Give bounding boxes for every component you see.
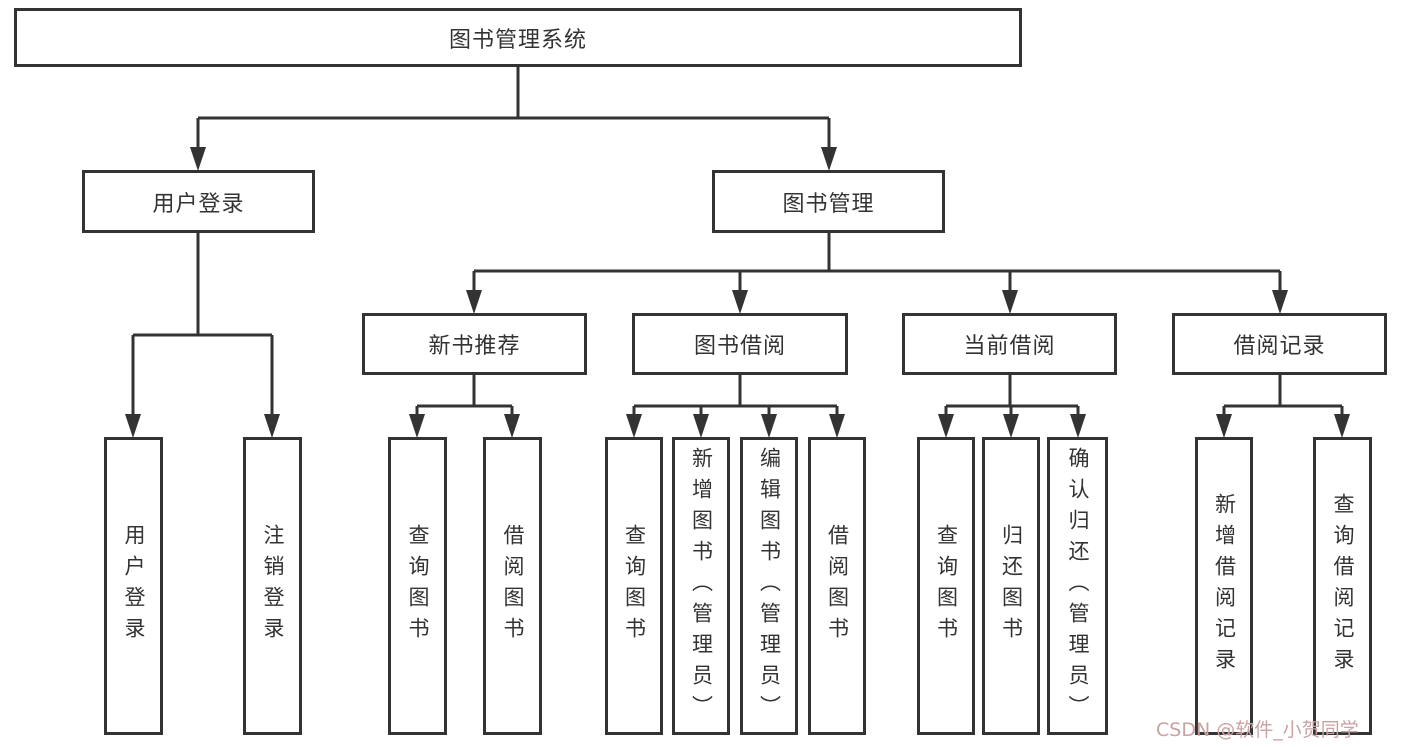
- node-book-borrowing-label: 图书借阅: [693, 334, 786, 359]
- leaf-recommend-borrow-books: 借阅图书: [483, 437, 542, 735]
- leaf-current-query-books-label: 查询图书: [934, 524, 959, 648]
- leaf-logout-label: 注销登录: [261, 524, 285, 648]
- arrowheads: [125, 147, 1350, 438]
- leaf-current-return-books: 归还图书: [982, 437, 1040, 735]
- leaf-borrowing-edit-books-admin: 编辑图书（管理员）: [740, 437, 798, 735]
- leaf-borrowing-add-books-admin-label: 新增图书（管理员）: [689, 446, 714, 726]
- node-book-management-label: 图书管理: [782, 191, 875, 217]
- node-new-book-recommend-label: 新书推荐: [428, 334, 521, 359]
- leaf-recommend-query-books-label: 查询图书: [406, 524, 430, 648]
- leaf-logout: 注销登录: [243, 437, 302, 735]
- leaf-recommend-borrow-books-label: 借阅图书: [501, 524, 525, 648]
- node-borrowing-records: 借阅记录: [1172, 313, 1387, 375]
- leaf-records-query-record: 查询借阅记录: [1313, 437, 1372, 735]
- leaf-borrowing-add-books-admin: 新增图书（管理员）: [672, 437, 730, 735]
- node-book-borrowing: 图书借阅: [632, 313, 848, 375]
- leaf-borrowing-query-books-label: 查询图书: [622, 524, 647, 648]
- leaf-current-confirm-return-admin: 确认归还（管理员）: [1047, 437, 1108, 735]
- node-user-login: 用户登录: [82, 170, 315, 233]
- leaf-borrowing-borrow-books: 借阅图书: [808, 437, 866, 735]
- leaf-records-add-record: 新增借阅记录: [1195, 437, 1253, 735]
- leaf-user-login-label: 用户登录: [122, 524, 146, 648]
- leaf-borrowing-edit-books-admin-label: 编辑图书（管理员）: [757, 446, 782, 726]
- node-book-management: 图书管理: [712, 170, 945, 233]
- node-new-book-recommend: 新书推荐: [362, 313, 587, 375]
- node-user-login-label: 用户登录: [152, 191, 245, 217]
- node-root: 图书管理系统: [14, 8, 1022, 67]
- leaf-recommend-query-books: 查询图书: [388, 437, 447, 735]
- leaf-records-add-record-label: 新增借阅记录: [1212, 493, 1237, 679]
- node-current-borrowing-label: 当前借阅: [963, 334, 1056, 359]
- connector-stems: [131, 67, 1344, 414]
- leaf-current-return-books-label: 归还图书: [999, 524, 1024, 648]
- leaf-current-confirm-return-admin-label: 确认归还（管理员）: [1066, 446, 1090, 726]
- leaf-records-query-record-label: 查询借阅记录: [1331, 493, 1355, 679]
- leaf-borrowing-query-books: 查询图书: [605, 437, 663, 735]
- node-current-borrowing: 当前借阅: [902, 313, 1117, 375]
- node-borrowing-records-label: 借阅记录: [1233, 334, 1326, 359]
- leaf-current-query-books: 查询图书: [917, 437, 975, 735]
- node-root-label: 图书管理系统: [448, 27, 587, 53]
- csdn-watermark: CSDN @软件_小贺同学: [1156, 719, 1359, 741]
- leaf-user-login: 用户登录: [104, 437, 163, 735]
- leaf-borrowing-borrow-books-label: 借阅图书: [825, 524, 850, 648]
